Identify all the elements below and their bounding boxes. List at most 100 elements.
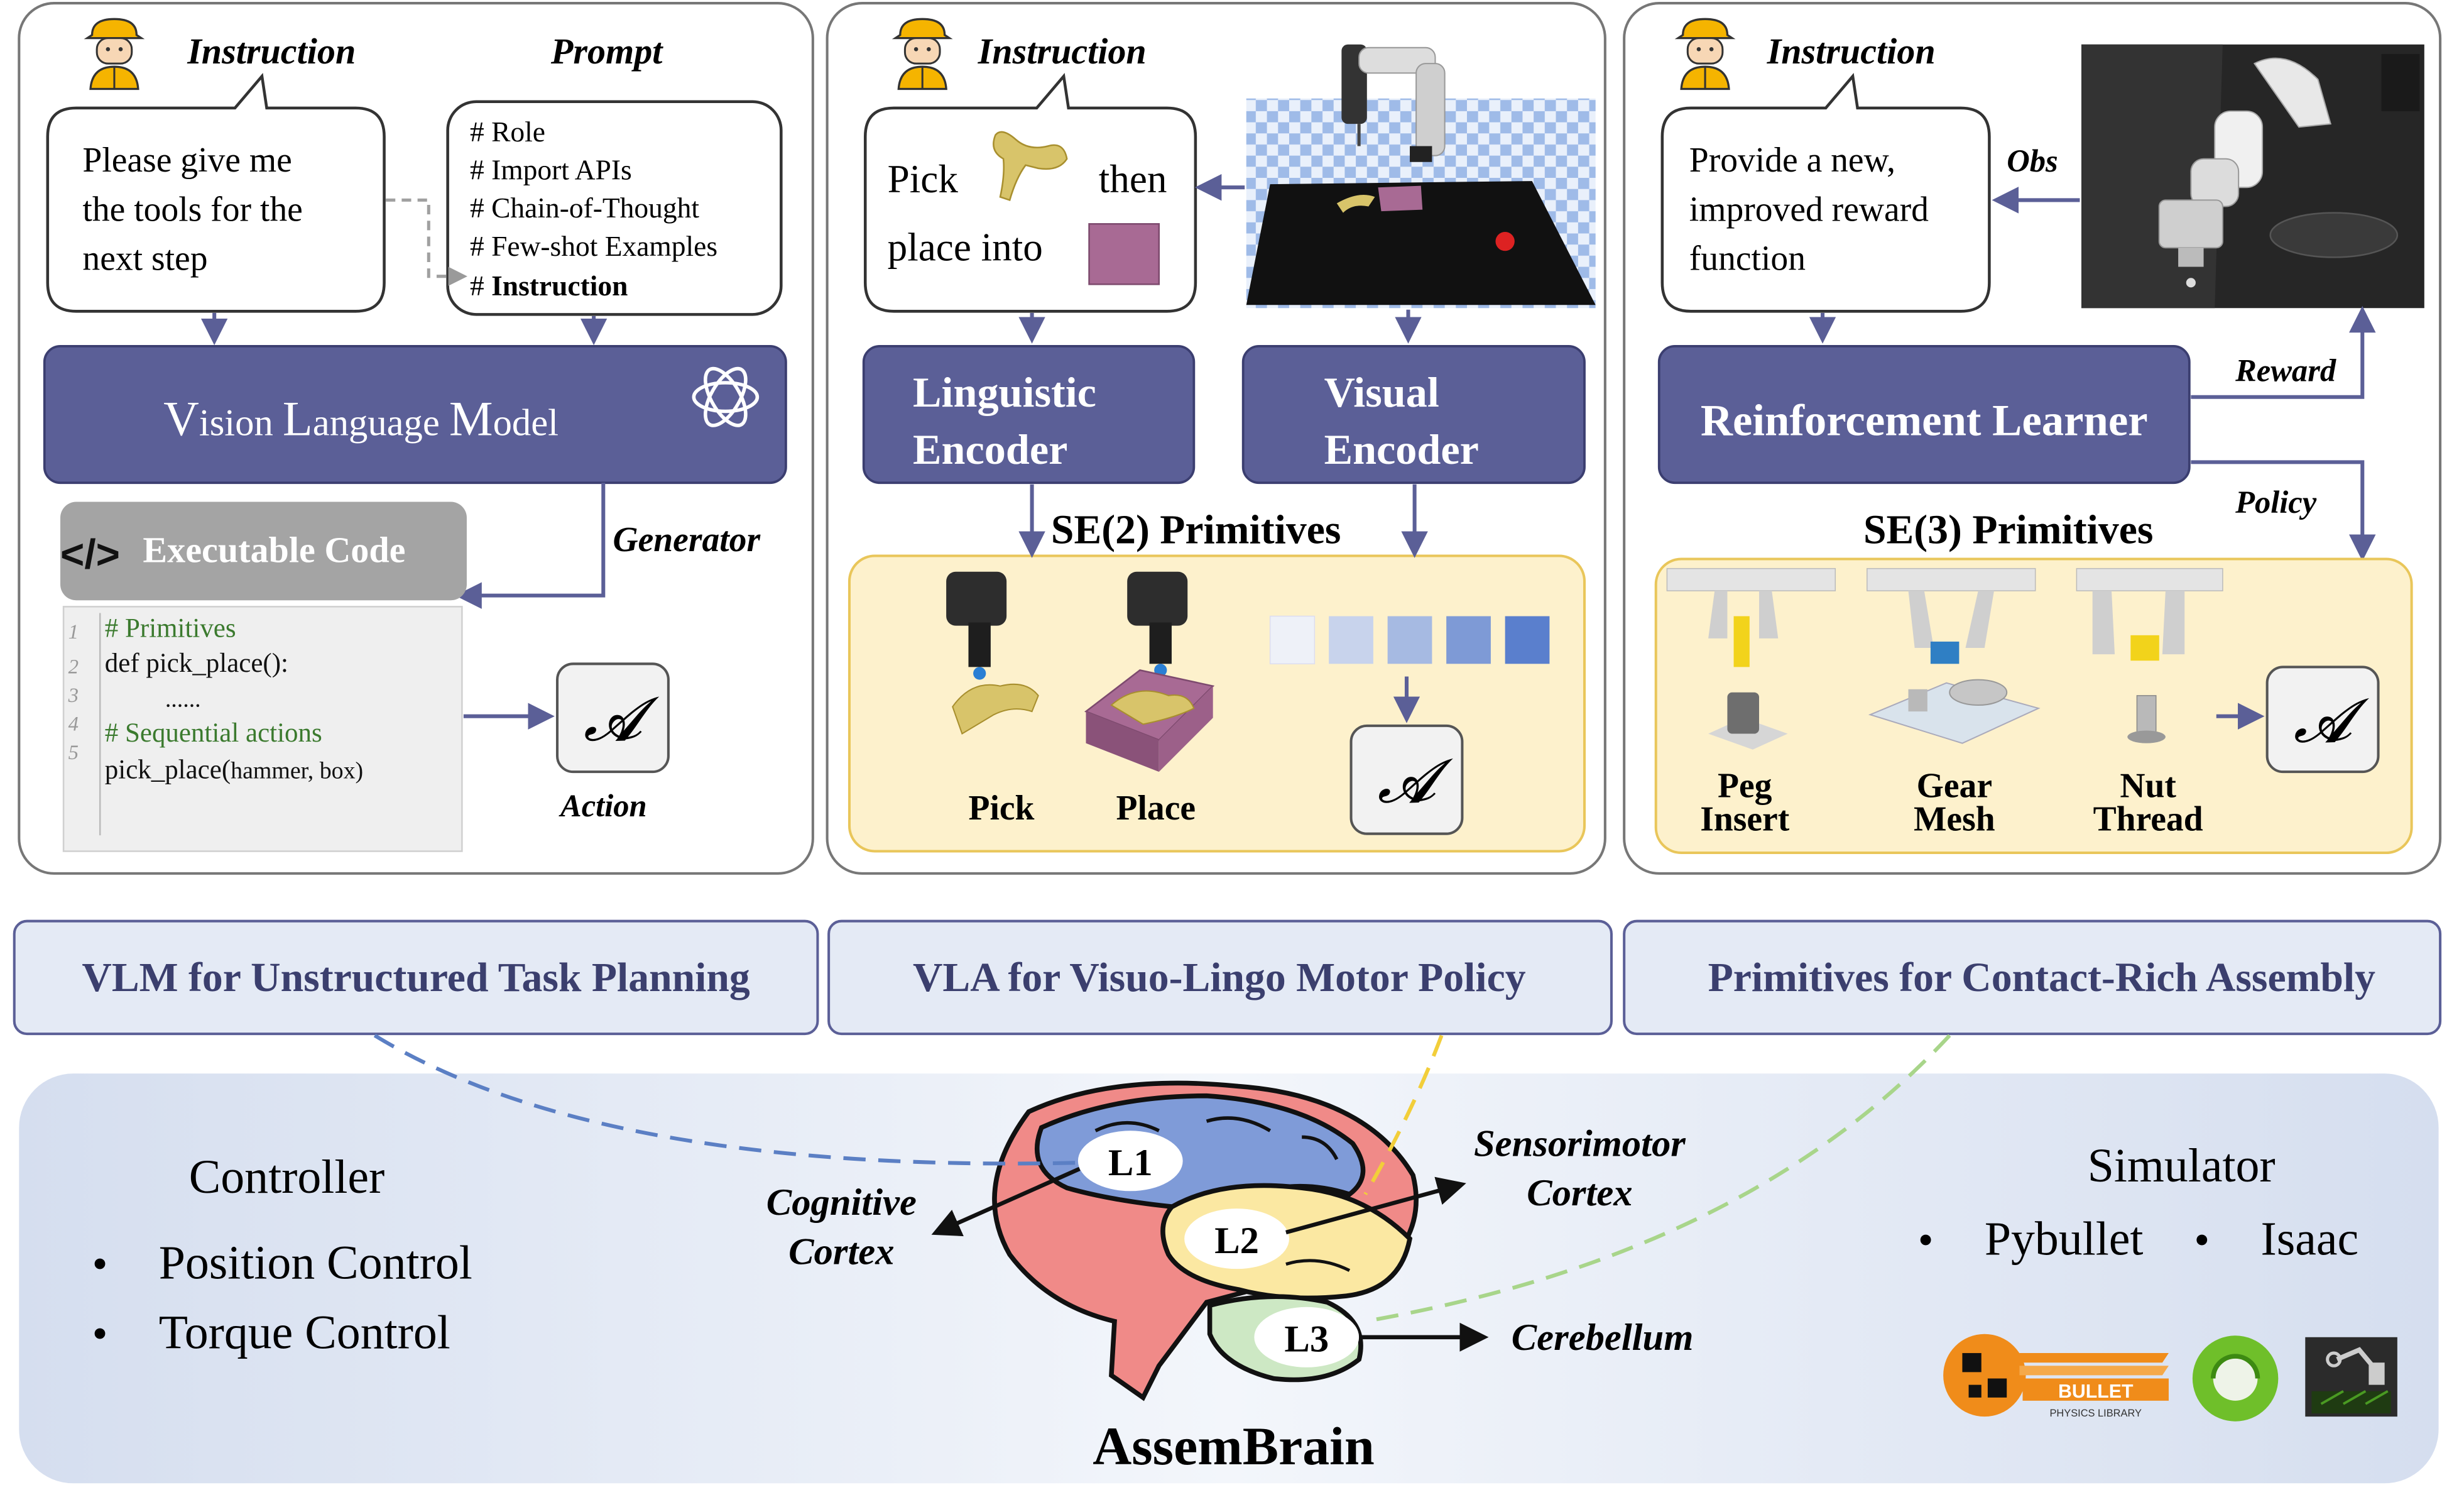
controller-item-2: Torque Control (159, 1306, 450, 1359)
l2-label: L2 (1214, 1220, 1259, 1262)
prompt-label: Prompt (550, 31, 663, 72)
peg-insert-illustration (1666, 567, 1836, 750)
peg-line-2: Insert (1700, 800, 1790, 839)
reward-arrow (2191, 305, 2376, 399)
worker-icon-2 (891, 18, 953, 90)
banner-vlm-text: VLM for Unstructured Task Planning (82, 955, 750, 1000)
obs-image (2081, 44, 2424, 309)
svg-text:# Sequential actions: # Sequential actions (105, 718, 322, 748)
worker-icon (84, 18, 145, 90)
place-illustration (1084, 571, 1215, 772)
svg-text:3: 3 (68, 684, 79, 707)
banners: VLM for Unstructured Task Planning VLA f… (13, 919, 2442, 1036)
policy-label: Policy (2235, 485, 2317, 520)
sim-bullet-2: • (2194, 1215, 2210, 1264)
code-area (62, 606, 463, 852)
action-box-2 (1349, 724, 1464, 835)
l3-ellipse (1254, 1307, 1360, 1367)
generator-label: Generator (613, 520, 761, 559)
svg-text:def pick_place():: def pick_place(): (105, 649, 288, 678)
code-header (60, 501, 467, 601)
ling-line-2: Encoder (913, 425, 1067, 473)
code-lines: # Primitives def pick_place(): ...... # … (105, 613, 363, 784)
bubble-to-prompt-dashed (386, 198, 467, 286)
gear-line-2: Mesh (1914, 800, 1995, 839)
svg-text:1: 1 (68, 621, 79, 644)
panel-vla: Instruction Pick then place into Linguis… (826, 2, 1606, 875)
vla-dashed-link (1363, 1034, 1444, 1195)
sim-bullet-1: • (1918, 1215, 1934, 1264)
obs-label: Obs (2007, 143, 2058, 178)
isaac-logo (2305, 1337, 2397, 1417)
action-label: Action (559, 788, 647, 823)
banner-vla (827, 919, 1613, 1036)
instruction-label-2: Instruction (978, 31, 1147, 72)
code-header-label: Executable Code (143, 530, 405, 571)
vis-line-2: Encoder (1324, 425, 1479, 473)
ling-line-1: Linguistic (913, 368, 1096, 416)
worker-icon-3 (1674, 18, 1736, 90)
cognitive-arrow (931, 1166, 1081, 1237)
l1-ellipse (1077, 1131, 1183, 1192)
rl-instruction-line-2: improved reward (1689, 190, 1929, 229)
pick-word: Pick (888, 157, 959, 201)
primitives-dashed-link (1365, 1034, 1951, 1323)
simulator-title: Simulator (2088, 1139, 2276, 1192)
code-icon: </> (60, 532, 120, 578)
vlm-dashed-link (373, 1034, 1089, 1166)
svg-text:# Primitives: # Primitives (105, 613, 236, 643)
prompt-box (446, 100, 783, 316)
box-icon (1088, 223, 1160, 285)
cognitive-line-1: Cognitive (766, 1181, 917, 1224)
prompt-line-3: # Chain-of-Thought (470, 192, 699, 224)
instruction-line-1: Please give me (82, 141, 292, 180)
generator-arrow (455, 483, 606, 609)
vis-line-1: Visual (1324, 368, 1439, 416)
gear-line-1: Gear (1917, 767, 1992, 806)
hammer-icon (993, 131, 1068, 202)
svg-text:5: 5 (68, 742, 79, 764)
place-into-word: place into (888, 225, 1043, 269)
sim-item-1: Pybullet (1985, 1212, 2144, 1265)
sensorimotor-arrow (1285, 1176, 1466, 1235)
bullet-logo: BULLET PHYSICS LIBRARY (1943, 1334, 2169, 1419)
instruction-label: Instruction (187, 31, 356, 72)
controller-title: Controller (189, 1151, 385, 1203)
instruction-bubble-3 (1660, 73, 1991, 313)
banner-vla-text: VLA for Visuo-Lingo Motor Policy (913, 955, 1526, 1000)
vlm-block (43, 345, 787, 485)
instruction-bubble (46, 73, 386, 313)
panel-vlm: Instruction Prompt Please give me the to… (18, 2, 814, 875)
banner-vlm (13, 919, 819, 1036)
linguistic-encoder-block (862, 345, 1196, 485)
pick-illustration (946, 571, 1039, 735)
token-squares (1269, 615, 1550, 665)
instruction-line-3: next step (82, 239, 207, 278)
assembrain-title: AssemBrain (1093, 1416, 1375, 1476)
action-box-1 (555, 662, 670, 774)
nut-line-1: Nut (2120, 767, 2176, 806)
pick-label: Pick (969, 789, 1035, 828)
rl-instruction-line-1: Provide a new, (1689, 141, 1895, 180)
sim-item-2: Isaac (2261, 1212, 2359, 1265)
svg-text:BULLET: BULLET (2058, 1381, 2134, 1402)
prompt-line-5: # Instruction (470, 270, 628, 302)
visual-encoder-block (1241, 345, 1586, 485)
cerebellum-label: Cerebellum (1512, 1317, 1694, 1359)
controller-bullet-1: • (92, 1239, 108, 1288)
l3-label: L3 (1284, 1318, 1329, 1361)
green-ring-logo (2192, 1335, 2279, 1422)
se3-panel (1654, 557, 2413, 855)
code-line-numbers: 1 2 3 4 5 (68, 621, 79, 764)
rl-instruction-line-3: function (1689, 239, 1806, 278)
prompt-line-1: # Role (470, 116, 545, 148)
svg-text:2: 2 (68, 655, 79, 678)
prompt-line-2: # Import APIs (470, 154, 632, 186)
policy-arrow (2191, 460, 2376, 561)
l1-label: L1 (1108, 1142, 1153, 1184)
rl-label: Reinforcement Learner (1701, 396, 2148, 445)
sensorimotor-line-2: Cortex (1527, 1172, 1632, 1214)
sensorimotor-line-1: Sensorimotor (1474, 1123, 1686, 1165)
panel-rl: Instruction Provide a new, improved rewa… (1623, 2, 2442, 875)
